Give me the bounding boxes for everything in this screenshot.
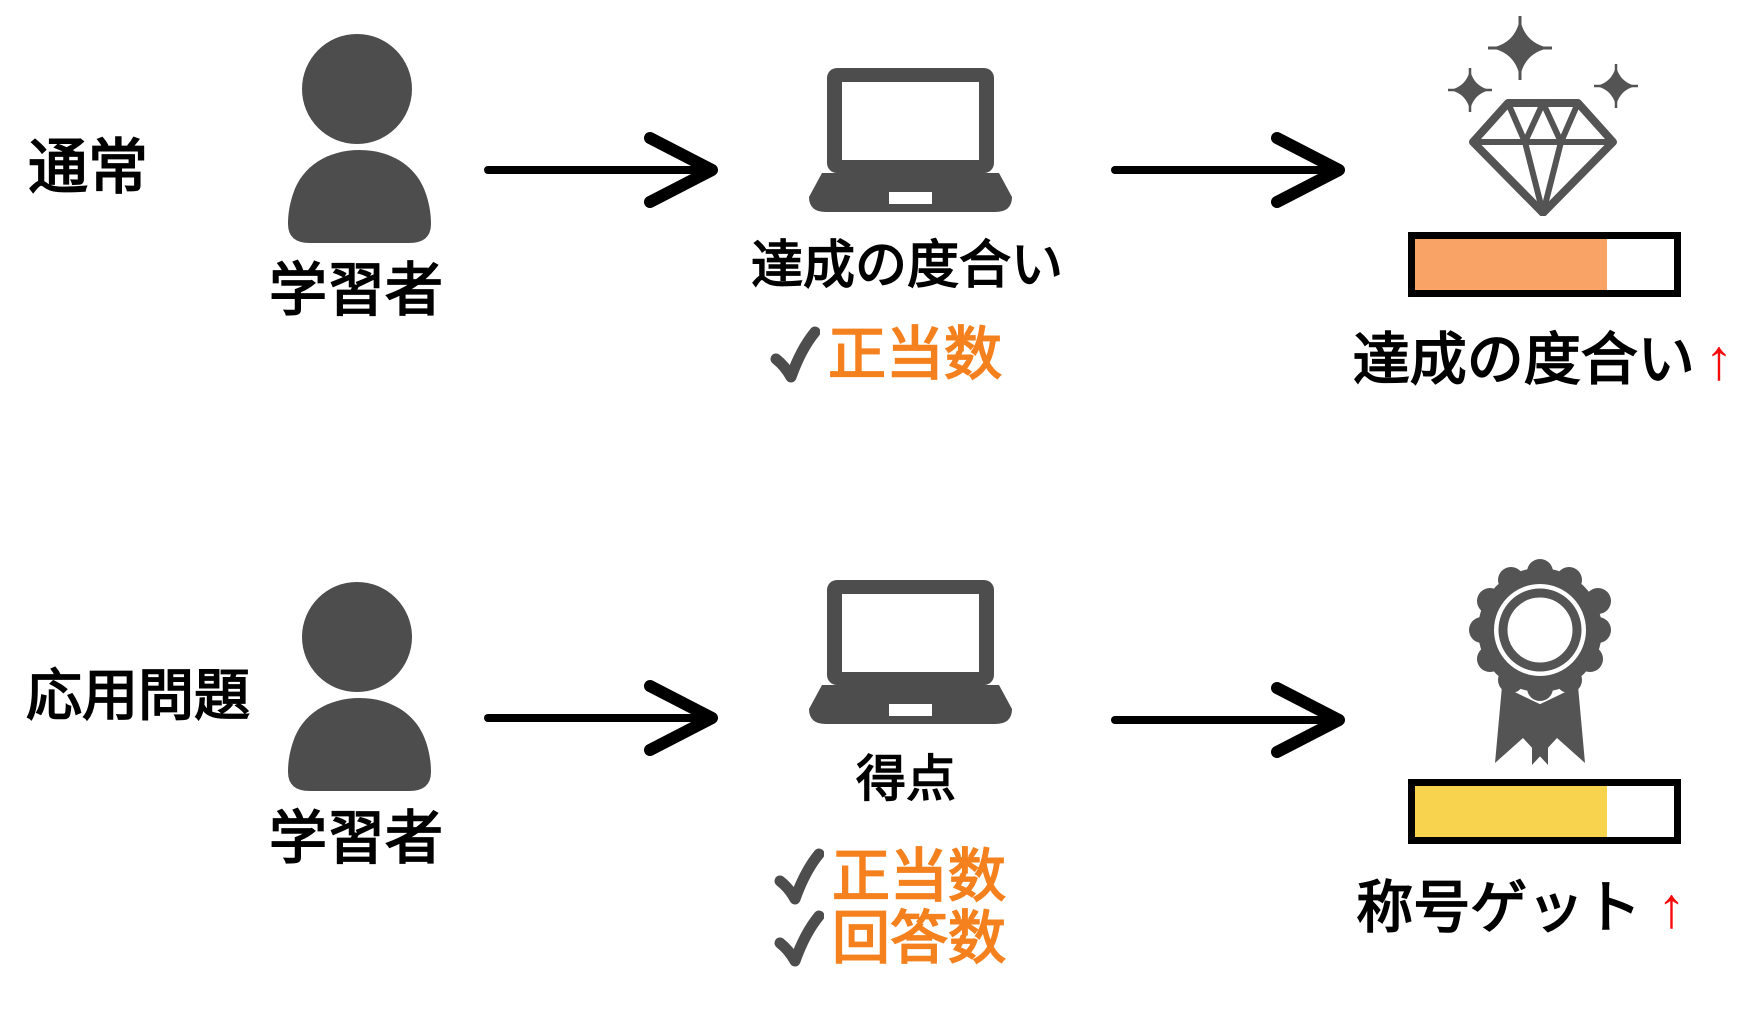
- progress-bar-fill: [1415, 786, 1607, 837]
- row2-label: 応用問題: [26, 664, 250, 727]
- row2-actor-label: 学習者: [268, 806, 444, 871]
- row2-check-label-1: 正当数: [831, 844, 1007, 909]
- arrow-right-icon: [1111, 682, 1345, 758]
- rosette-award-icon: [1469, 559, 1611, 765]
- row2-process-title: 得点: [856, 751, 956, 807]
- row1-label: 通常: [28, 134, 148, 201]
- check-icon: [774, 910, 824, 967]
- user-icon: [288, 34, 431, 243]
- row1-check-label: 正当数: [827, 322, 1003, 387]
- row1-result-label: 達成の度合い: [1352, 328, 1695, 392]
- row2-check-line: 回答数: [774, 906, 1007, 971]
- check-icon: [770, 326, 820, 383]
- row2-result: 称号ゲット ↑: [1356, 880, 1686, 937]
- laptop-icon: [809, 580, 1012, 724]
- row1-process-title: 達成の度合い: [750, 237, 1064, 295]
- diamond-sparkle-icon: [1448, 16, 1638, 216]
- row2-check-label-2: 回答数: [831, 906, 1007, 971]
- arrow-right-icon: [1111, 132, 1345, 208]
- arrow-right-icon: [484, 132, 718, 208]
- increase-arrow: ↑: [1657, 876, 1686, 940]
- user-icon: [288, 582, 431, 791]
- check-icon: [774, 848, 824, 905]
- row1-actor-label: 学習者: [268, 258, 444, 323]
- progress-bar-fill: [1415, 239, 1607, 290]
- arrow-right-icon: [484, 680, 718, 756]
- row2-result-label: 称号ゲット: [1356, 876, 1642, 940]
- laptop-icon: [809, 68, 1012, 212]
- increase-arrow: ↑: [1704, 328, 1734, 392]
- progress-bar: [1408, 232, 1681, 297]
- row1-result: 達成の度合い ↑: [1353, 332, 1734, 389]
- row2-check-line: 正当数: [774, 844, 1007, 909]
- progress-bar: [1408, 779, 1681, 844]
- row1-check-line: 正当数: [770, 322, 1003, 387]
